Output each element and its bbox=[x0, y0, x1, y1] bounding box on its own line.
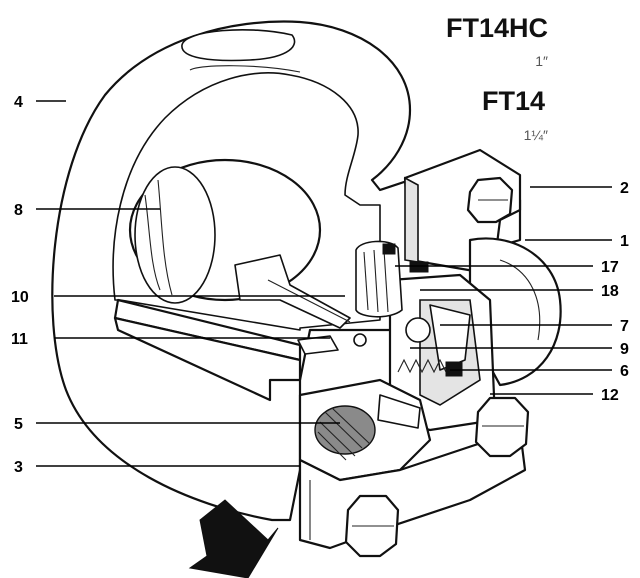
callout-6: 6 bbox=[620, 363, 629, 380]
callout-12: 12 bbox=[601, 387, 619, 404]
model-size-ft14hc: 1″ bbox=[535, 53, 548, 69]
model-size-ft14: 1¼″ bbox=[524, 127, 548, 143]
callout-4: 4 bbox=[14, 94, 23, 111]
lower-bolt-left bbox=[344, 494, 400, 558]
callout-3: 3 bbox=[14, 459, 23, 476]
model-title-ft14: FT14 bbox=[482, 86, 545, 116]
callout-7: 7 bbox=[620, 318, 629, 335]
callout-10: 10 bbox=[11, 289, 29, 306]
callout-11: 11 bbox=[11, 331, 28, 348]
air-vent-assembly bbox=[355, 240, 431, 343]
float-lever bbox=[234, 254, 351, 329]
callout-17: 17 bbox=[601, 259, 619, 276]
model-title-ft14hc: FT14HC bbox=[446, 13, 548, 43]
callout-8: 8 bbox=[14, 202, 23, 219]
callout-1: 1 bbox=[620, 233, 629, 250]
callout-18: 18 bbox=[601, 283, 619, 300]
callout-9: 9 bbox=[620, 341, 629, 358]
callout-5: 5 bbox=[14, 416, 23, 433]
lower-bolt-right bbox=[474, 396, 530, 458]
inlet-port bbox=[298, 378, 432, 482]
callout-2: 2 bbox=[620, 180, 629, 197]
leader-lines bbox=[36, 100, 612, 467]
flow-arrow bbox=[188, 499, 279, 578]
valve-spring bbox=[297, 333, 463, 377]
valve-section bbox=[388, 273, 497, 432]
cover-bolt bbox=[466, 176, 514, 224]
